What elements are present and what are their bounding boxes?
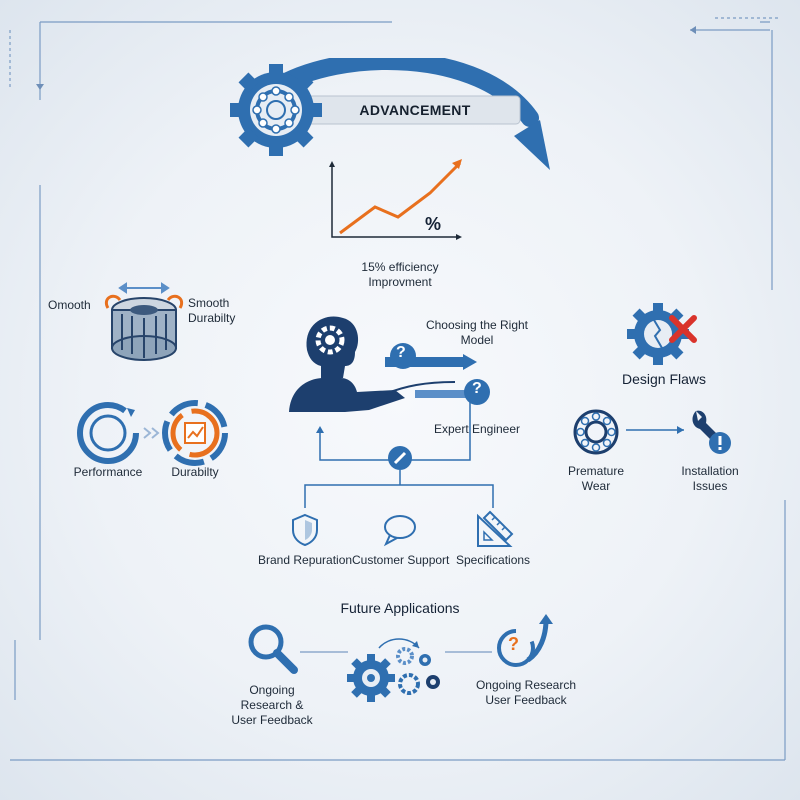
broken-gear-icon [627, 303, 697, 365]
performance-label: Performance [73, 465, 143, 479]
advancement-graphic [230, 58, 550, 170]
trend-chart-icon [329, 159, 462, 240]
gears-cluster-icon [347, 638, 440, 702]
expert-engineer-label: Expert Engineer [433, 422, 521, 436]
percent-symbol: % [425, 214, 442, 234]
durability-ring-icon [162, 400, 228, 466]
bearing-label-left: Omooth [48, 298, 91, 312]
bearing-icon [105, 282, 183, 361]
future-applications-title: Future Applications [340, 600, 460, 616]
wrench-icon [692, 410, 731, 454]
bearing-label-right: Smooth Durabilty [188, 296, 236, 325]
question-mark-icon-1: ? [396, 344, 406, 361]
premature-wear-label: Premature Wear [567, 464, 625, 493]
chat-bubble-icon [383, 515, 416, 547]
installation-issues-label: Installation Issues [681, 464, 739, 493]
magnifier-icon [248, 624, 298, 674]
durability-label: Durabilty [171, 465, 219, 479]
advancement-banner: ADVANCEMENT [359, 102, 471, 118]
ruler-icon [477, 510, 514, 547]
bearing-ring-icon [573, 409, 619, 455]
customer-support-label: Customer Support [352, 553, 450, 567]
performance-ring-icon [77, 402, 139, 464]
expert-engineer-icon [289, 316, 490, 412]
specifications-label: Specifications [456, 553, 531, 567]
question-mark-icon-2: ? [472, 380, 482, 397]
question-mark-icon-3: ? [508, 634, 519, 654]
design-flaws-label: Design Flaws [621, 371, 707, 387]
edit-node-icon [388, 446, 412, 470]
question-growth-icon [497, 614, 553, 667]
future-right-label: Ongoing Research User Feedback [475, 678, 577, 707]
choosing-model-label: Choosing the Right Model [425, 318, 529, 347]
future-left-label: Ongoing Research & User Feedback [231, 683, 313, 727]
shield-icon [292, 513, 318, 547]
brand-reputation-label: Brand Repuration [258, 553, 353, 567]
efficiency-caption: 15% efficiency Improvment [361, 260, 439, 289]
